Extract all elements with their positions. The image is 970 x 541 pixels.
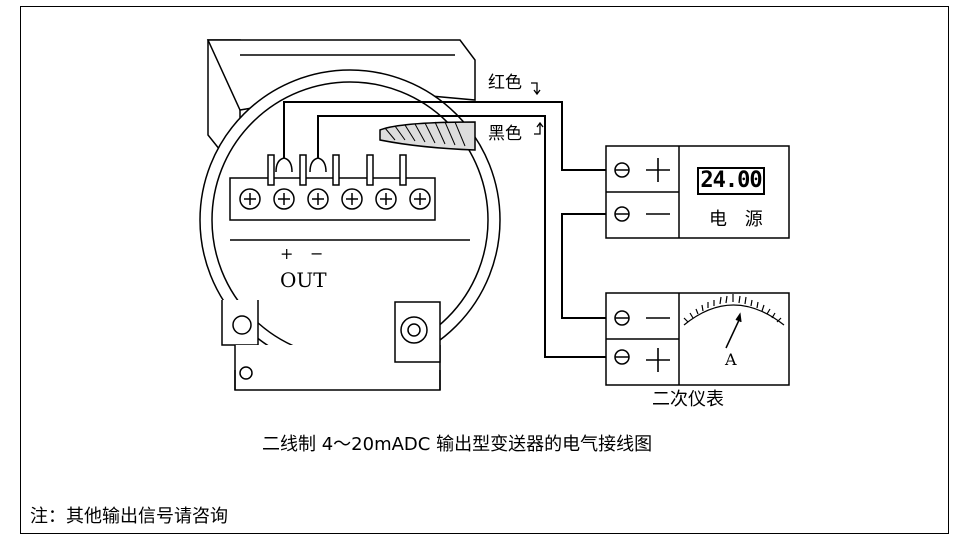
diagram-caption: 二线制 4～20mADC 输出型变送器的电气接线图 (262, 434, 653, 455)
transmitter-housing (199, 39, 501, 391)
footnote: 注：其他输出信号请咨询 (30, 506, 228, 527)
psu-plus-sign (646, 158, 670, 182)
terminal-block (229, 154, 470, 241)
wires (283, 101, 613, 358)
terminal-output-label: OUT (280, 268, 327, 292)
diagram-frame (20, 6, 949, 534)
terminal-plus-label: + (280, 244, 294, 263)
terminal-minus-label: − (310, 244, 324, 263)
power-supply-label: 电 源 (709, 209, 769, 230)
secondary-instrument (605, 292, 790, 386)
power-supply (605, 145, 790, 239)
ammeter-scale (683, 294, 785, 349)
red-wire-label: 红色 (488, 73, 522, 93)
wire-label-arrows (531, 82, 544, 135)
instrument-label: 二次仪表 (652, 389, 724, 410)
meter-unit-label: A (725, 350, 737, 369)
instrument-plus-sign (646, 348, 670, 372)
black-wire-label: 黑色 (488, 124, 522, 144)
power-supply-display: 24.00 (697, 167, 765, 195)
